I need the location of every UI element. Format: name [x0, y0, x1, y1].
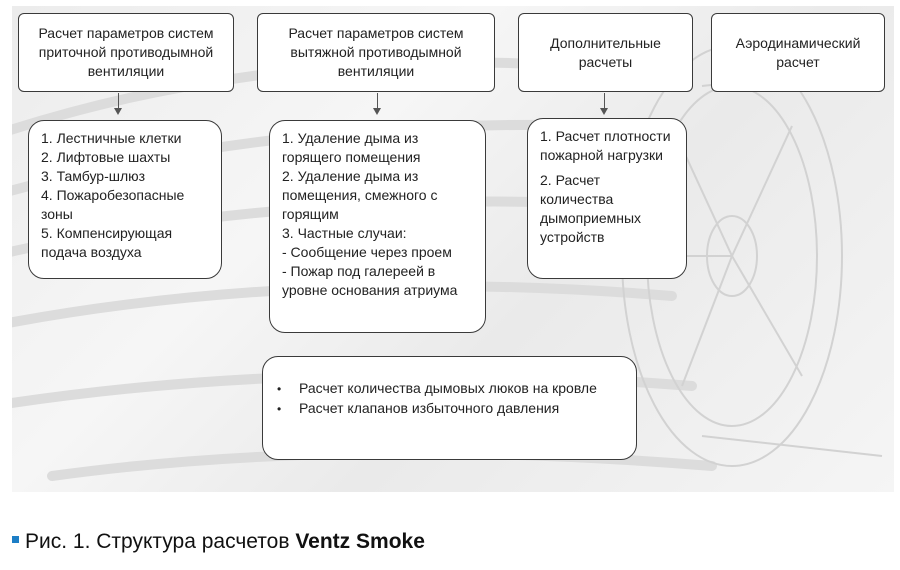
list-item: 3. Тамбур-шлюз [41, 168, 146, 184]
list-item: 2. Расчет [540, 172, 601, 188]
header-line: вентиляции [87, 63, 165, 79]
list-item: подача воздуха [41, 244, 142, 260]
bottom-calculations-box: • Расчет количества дымовых люков на кро… [262, 356, 637, 460]
header-line: Расчет параметров систем [288, 25, 464, 41]
list-item: 2. Удаление дыма из [282, 168, 419, 184]
list-item: количества [540, 191, 614, 207]
list-item: устройств [540, 229, 605, 245]
bullet-item: • Расчет количества дымовых люков на кро… [277, 379, 622, 399]
list-item: горящим [282, 206, 339, 222]
header-line: вентиляции [337, 63, 415, 79]
list-item: 1. Удаление дыма из [282, 130, 419, 146]
list-item: помещения, смежного с [282, 187, 438, 203]
header-supply-ventilation: Расчет параметров систем приточной проти… [18, 13, 234, 92]
list-item: 1. Лестничные клетки [41, 130, 182, 146]
header-line: вытяжной противодымной [290, 44, 462, 60]
list-item: уровне основания атриума [282, 282, 458, 298]
list-item: дымоприемных [540, 210, 642, 226]
figure-caption: Рис. 1. Структура расчетов Ventz Smoke [12, 530, 425, 554]
list-additional-items: 1. Расчет плотности пожарной нагрузки 2.… [527, 118, 687, 279]
list-item: 1. Расчет плотности [540, 128, 671, 144]
header-line: Дополнительные [550, 34, 661, 51]
header-line: расчет [776, 53, 820, 70]
list-item: 2. Лифтовые шахты [41, 149, 171, 165]
header-line: Расчет параметров систем [38, 25, 214, 41]
list-item: зоны [41, 206, 73, 222]
list-item: 5. Компенсирующая [41, 225, 173, 241]
header-additional-calculations: Дополнительные расчеты [518, 13, 693, 92]
header-aerodynamic-calculation: Аэродинамический расчет [711, 13, 885, 92]
header-exhaust-ventilation: Расчет параметров систем вытяжной против… [257, 13, 495, 92]
caption-bullet-icon [12, 535, 19, 543]
header-line: Аэродинамический [735, 34, 861, 51]
caption-text: Рис. 1. Структура расчетов [25, 530, 296, 553]
arrow-down-icon [114, 93, 122, 115]
bullet-text: Расчет клапанов избыточного давления [299, 400, 560, 416]
list-item: 3. Частные случаи: [282, 225, 407, 241]
list-item: - Пожар под галереей в [282, 263, 436, 279]
arrow-down-icon [600, 93, 608, 115]
list-exhaust-items: 1. Удаление дыма из горящего помещения 2… [269, 120, 486, 333]
bullet-item: • Расчет клапанов избыточного давления [277, 399, 622, 419]
bullet-icon: • [277, 402, 282, 416]
bullet-text: Расчет количества дымовых люков на кровл… [299, 380, 597, 396]
caption-product-name: Ventz Smoke [295, 530, 425, 553]
list-supply-items: 1. Лестничные клетки 2. Лифтовые шахты 3… [28, 120, 222, 279]
list-item: 4. Пожаробезопасные [41, 187, 185, 203]
header-line: расчеты [578, 53, 633, 70]
bullet-icon: • [277, 382, 282, 396]
arrow-down-icon [373, 93, 381, 115]
list-item: - Сообщение через проем [282, 244, 452, 260]
list-item: горящего помещения [282, 149, 421, 165]
list-item: пожарной нагрузки [540, 147, 663, 163]
header-line: приточной противодымной [38, 44, 214, 60]
